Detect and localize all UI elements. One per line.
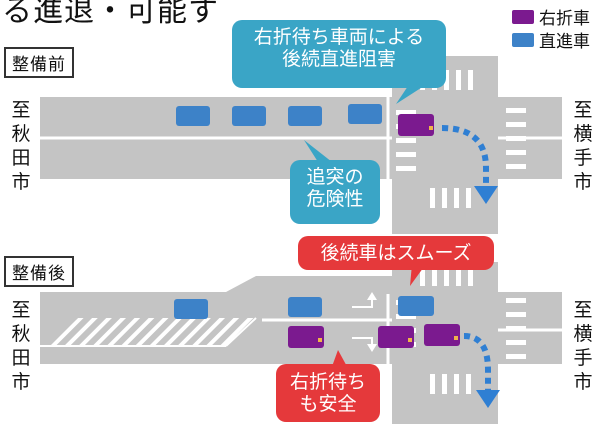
before-straight-car-4 [348,104,382,124]
before-crosswalk-bottom [430,188,471,208]
after-lane-arrows [352,298,373,346]
after-widened-lane [40,276,392,292]
before-callout-blocking: 右折待ち車両による 後続直進阻害 [232,20,446,88]
after-hatched-zebra [48,318,256,346]
legend-swatch-straight [512,32,534,47]
after-straight-car-2 [288,297,322,317]
after-callout-safe-waiting: 右折待ち も安全 [276,364,380,422]
after-left-destination: 至秋田市 [11,299,31,393]
before-callout-bottom-tail [304,140,332,162]
before-turn-signal [429,126,433,130]
before-section-label: 整備前 [4,47,74,78]
before-straight-car-3 [288,106,322,126]
before-turn-arrowhead [474,186,498,204]
after-turn-arrowhead [476,390,500,408]
after-right-destination: 至横手市 [573,299,593,393]
after-right-turn-car-2 [378,326,414,348]
before-left-destination: 至秋田市 [11,99,31,193]
after-crosswalk-bottom [430,374,471,394]
legend-swatch-right-turn [512,9,534,24]
after-turn-arrow [463,333,491,392]
header-fragment: る進退・可能す [2,0,219,29]
before-callout-collision-risk: 追突の 危険性 [290,160,380,224]
legend-item-straight: 直進車 [512,27,590,52]
legend-label-straight: 直進車 [539,32,590,52]
legend-item-right-turn: 右折車 [512,4,590,29]
before-straight-car-1 [176,106,210,126]
legend-label-right-turn: 右折車 [539,9,590,29]
before-turn-arrow [441,125,489,188]
after-right-turn-car-1 [288,326,324,348]
after-crosswalk-top [420,266,473,286]
before-callout-top-tail [396,86,424,104]
after-straight-car-3 [398,296,434,316]
after-crosswalk-right [506,298,526,359]
before-crosswalk-right [506,108,526,169]
after-section-label: 整備後 [4,256,74,287]
after-right-turn-car-3 [424,324,460,346]
before-right-destination: 至横手市 [573,99,593,193]
after-callout-smooth: 後続車はスムーズ [298,236,494,270]
after-straight-car-1 [174,299,208,319]
before-straight-car-2 [232,106,266,126]
before-right-turn-car [398,114,434,136]
